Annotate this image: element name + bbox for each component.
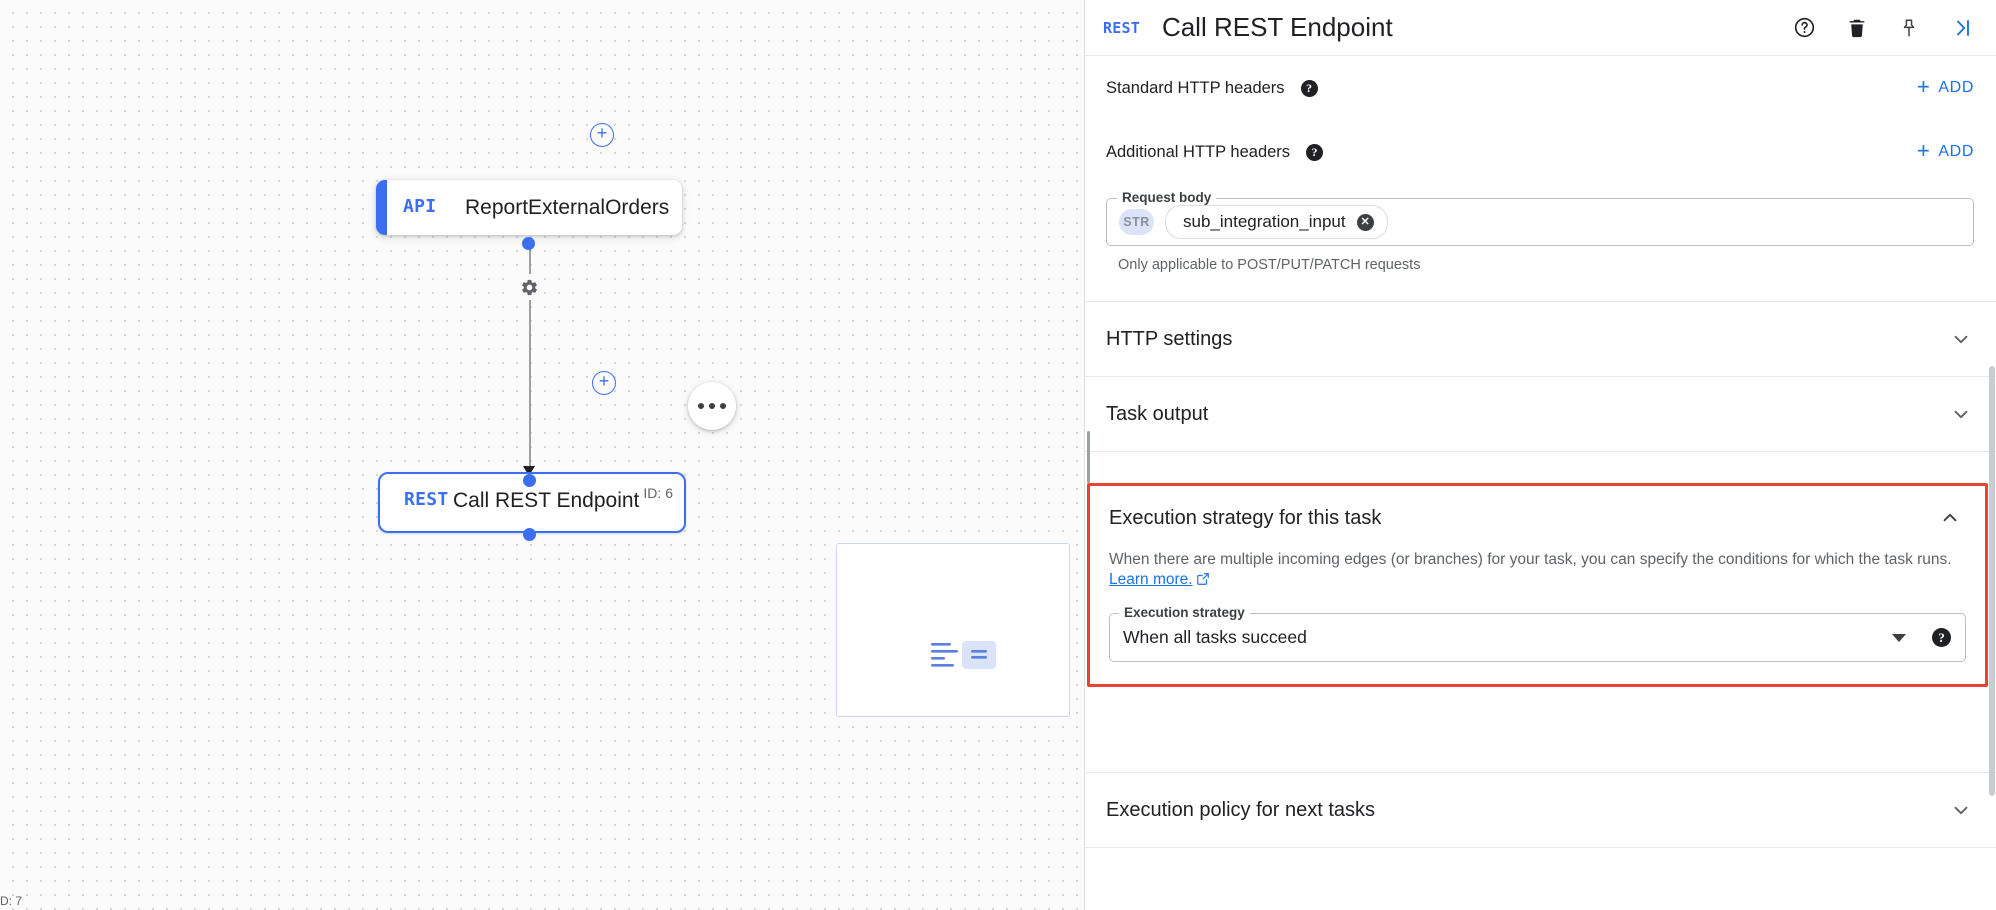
add-standard-header-button[interactable]: + ADD [1916,74,1974,99]
chevron-down-icon [1950,403,1972,425]
divider [1085,772,1996,773]
request-body-legend: Request body [1117,190,1217,205]
divider [1085,376,1996,377]
node-accent-stripe [376,180,387,235]
execution-strategy-select-wrap: Execution strategy When all tasks succee… [1109,605,1966,662]
section-task-output[interactable]: Task output [1085,377,1996,451]
section-focus-indicator [1087,431,1090,483]
panel-header: REST Call REST Endpoint [1085,0,1996,56]
section-execution-policy[interactable]: Execution policy for next tasks [1085,773,1996,847]
description-line-1: When there are multiple incoming edges (… [1109,551,1577,568]
standard-http-headers-row: Standard HTTP headers ? + ADD [1085,66,1996,110]
external-link-icon[interactable] [1196,572,1210,592]
edge-settings-gear-icon[interactable] [516,274,542,300]
dot-icon [698,403,704,409]
workflow-canvas[interactable]: API ReportExternalOrders + REST Call RES… [0,0,1084,910]
panel-scrollbar-track[interactable] [1988,56,1996,910]
node-kind-label: REST [404,489,449,510]
help-icon[interactable] [1793,16,1816,39]
chevron-down-icon [1950,328,1972,350]
section-title: Execution strategy for this task [1109,506,1382,529]
add-node-after-api-button[interactable]: + [590,123,614,147]
panel-body: Standard HTTP headers ? + ADD Additional… [1085,56,1996,910]
delete-icon[interactable] [1846,17,1868,39]
divider [1085,301,1996,302]
add-node-after-rest-button[interactable]: + [592,371,616,395]
additional-http-headers-row: Additional HTTP headers ? + ADD [1085,130,1996,174]
description-line-2: you can specify the conditions for which… [1581,551,1952,568]
node-output-port[interactable] [522,237,535,250]
add-label: ADD [1938,143,1974,160]
node-id-badge: ID: 6 [643,485,673,501]
dot-icon [720,403,726,409]
add-additional-header-button[interactable]: + ADD [1916,138,1974,163]
help-icon[interactable]: ? [1300,79,1318,97]
execution-strategy-value: When all tasks succeed [1123,627,1307,647]
page-title: Call REST Endpoint [1161,12,1393,42]
canvas-status-label: D: 7 [0,894,23,908]
dot-icon [709,403,715,409]
section-execution-strategy: Execution strategy for this task When th… [1087,483,1988,687]
chevron-down-icon [1950,799,1972,821]
divider [1085,451,1996,452]
node-input-port[interactable] [523,474,536,487]
edge-api-to-rest [529,243,531,471]
chevron-up-icon [1939,507,1961,529]
execution-strategy-description: When there are multiple incoming edges (… [1090,550,1985,591]
node-kind-label: API [403,196,437,217]
request-body-input[interactable]: Request body STR sub_integration_input ✕ [1106,190,1974,246]
chevron-down-icon[interactable] [1892,633,1906,642]
request-body-field-wrap: Request body STR sub_integration_input ✕ [1106,190,1974,246]
node-title-label: ReportExternalOrders [465,196,670,219]
node-overflow-menu-button[interactable] [688,382,736,430]
variable-type-chip: STR [1119,209,1154,235]
section-title: HTTP settings [1106,327,1233,350]
plus-icon: + [596,123,608,143]
pin-icon[interactable] [1898,17,1920,39]
request-body-hint: Only applicable to POST/PUT/PATCH reques… [1118,257,1421,273]
plus-icon: + [1916,138,1931,163]
node-title-label: Call REST Endpoint [453,489,640,512]
add-label: ADD [1938,79,1974,96]
panel-scrollbar-thumb[interactable] [1989,366,1995,796]
edge-arrowhead-icon [523,466,535,476]
canvas-minimap-panel[interactable] [836,543,1070,717]
additional-http-headers-label: Additional HTTP headers [1106,142,1291,161]
variable-name-label: sub_integration_input [1183,212,1346,231]
plus-icon: + [1916,74,1931,99]
section-execution-policy-wrap: Execution policy for next tasks [1085,772,1996,848]
minimap-art-icon [931,641,996,669]
plus-icon: + [598,371,610,391]
variable-chip[interactable]: sub_integration_input ✕ [1165,205,1388,239]
execution-strategy-legend: Execution strategy [1119,605,1250,620]
node-report-external-orders[interactable]: API ReportExternalOrders [376,180,682,235]
remove-variable-icon[interactable]: ✕ [1356,213,1374,231]
help-icon[interactable]: ? [1306,143,1324,161]
help-icon[interactable]: ? [1932,628,1951,647]
standard-http-headers-label: Standard HTTP headers [1106,78,1285,97]
divider [1085,847,1996,848]
execution-strategy-select[interactable]: Execution strategy When all tasks succee… [1109,605,1966,662]
section-execution-strategy-header[interactable]: Execution strategy for this task [1090,486,1985,550]
section-http-settings[interactable]: HTTP settings [1085,302,1996,376]
panel-header-actions [1793,16,1974,40]
task-config-panel: REST Call REST Endpoint [1084,0,1996,910]
collapse-panel-icon[interactable] [1950,16,1974,40]
section-title: Task output [1106,402,1209,425]
panel-task-kind-label: REST [1103,18,1140,37]
node-output-port[interactable] [523,528,536,541]
learn-more-link[interactable]: Learn more. [1109,570,1193,588]
section-title: Execution policy for next tasks [1106,798,1376,821]
